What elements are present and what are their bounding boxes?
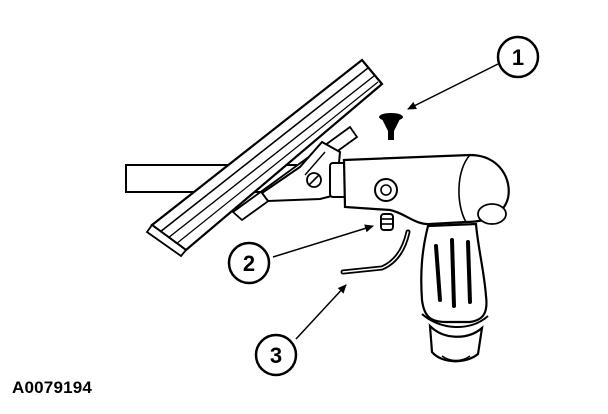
set-screw-item-2 — [380, 213, 394, 231]
callout-2: 2 — [227, 241, 271, 285]
grip-handle — [420, 222, 489, 363]
callout-1: 1 — [496, 35, 540, 79]
callout-2-label: 2 — [243, 251, 255, 276]
diagonal-rail — [145, 58, 384, 258]
leader-arrows — [272, 63, 499, 340]
callout-3-label: 3 — [270, 343, 282, 368]
screw-item-1 — [379, 113, 403, 140]
figure-id: A0079194 — [12, 378, 93, 397]
mounting-bracket — [260, 140, 342, 203]
callout-1-label: 1 — [512, 45, 524, 70]
wire-item-3 — [340, 229, 411, 275]
shift-lever-housing — [329, 153, 510, 226]
callout-3: 3 — [254, 333, 298, 377]
